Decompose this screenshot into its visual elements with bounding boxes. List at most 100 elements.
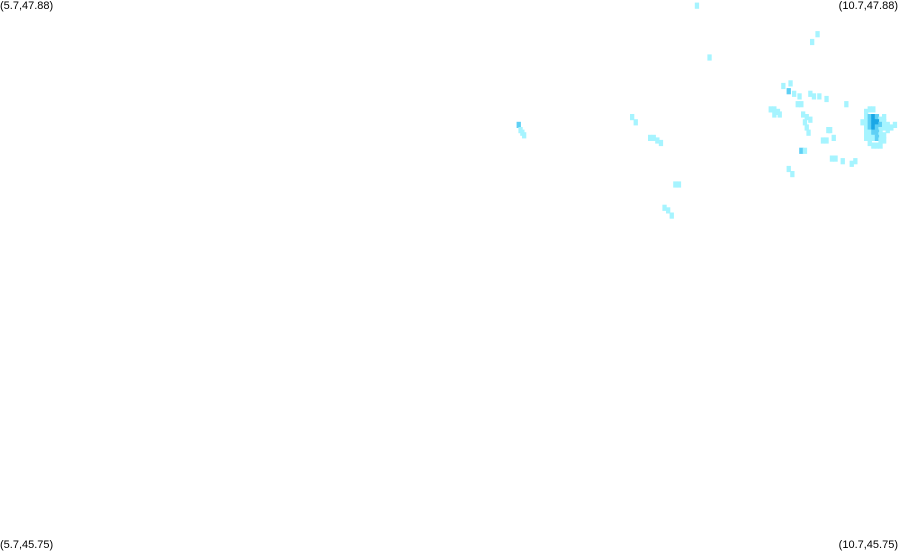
density-cell (874, 119, 880, 126)
density-cell (820, 137, 826, 144)
corner-label-top-left: (5.7,47.88) (0, 0, 54, 12)
density-cell (878, 132, 883, 139)
density-cell (840, 158, 845, 165)
density-cell (694, 2, 700, 9)
density-cell (811, 93, 817, 100)
density-cell (882, 137, 887, 144)
density-cell (864, 129, 869, 136)
density-cell (867, 139, 872, 147)
density-cell (874, 114, 880, 121)
density-cell (801, 111, 806, 118)
corner-label-bottom-right: (10.7,45.75) (838, 539, 898, 551)
density-cell (815, 31, 820, 38)
density-cell (864, 119, 869, 126)
density-cell (799, 101, 804, 108)
density-cell (633, 119, 638, 126)
density-cell (786, 165, 791, 173)
density-cell (810, 38, 815, 46)
density-cell (864, 134, 869, 141)
density-cell (867, 106, 872, 113)
density-cell (889, 124, 894, 131)
density-cell (777, 111, 782, 118)
density-cell (808, 90, 813, 97)
density-cell (824, 95, 829, 103)
density-cell (828, 127, 833, 134)
density-cell (871, 134, 876, 141)
density-cell (874, 129, 880, 136)
density-cell (824, 137, 829, 144)
density-cell (871, 142, 876, 149)
density-cell (864, 108, 869, 115)
density-cell (676, 181, 682, 188)
density-cell (516, 121, 521, 128)
density-cell (892, 121, 898, 128)
density-cell (844, 101, 849, 108)
density-cell (666, 207, 671, 214)
density-cell (882, 124, 887, 131)
density-cell (871, 119, 876, 126)
density-cell (871, 106, 876, 113)
density-cell (882, 119, 887, 126)
density-cell (878, 116, 883, 123)
density-cell (885, 121, 890, 128)
density-cell (874, 142, 880, 149)
density-cell (829, 155, 835, 162)
density-cell (878, 127, 883, 134)
density-cell (882, 114, 887, 121)
density-cell (802, 147, 808, 154)
density-cell (790, 171, 795, 178)
density-cell (655, 137, 660, 144)
density-cell (882, 132, 887, 139)
density-cell (833, 155, 838, 162)
density-cell (658, 139, 664, 147)
density-cell (867, 124, 872, 131)
density-cell (878, 142, 883, 149)
density-cell (853, 158, 858, 165)
density-cell (874, 124, 880, 131)
density-cell (885, 127, 890, 134)
density-cell (867, 134, 872, 141)
density-cell (874, 134, 880, 141)
density-cell (808, 116, 813, 123)
density-cell (797, 93, 802, 100)
density-cell (860, 119, 865, 126)
density-cell (804, 114, 809, 121)
density-cell (662, 204, 667, 211)
density-cell (795, 101, 800, 108)
density-cell (864, 114, 869, 121)
density-cell (871, 114, 876, 121)
density-cell (878, 137, 883, 144)
density-cell (792, 90, 797, 97)
density-cell (804, 124, 809, 131)
density-cell (867, 114, 872, 121)
density-cell (673, 181, 678, 188)
density-cell (878, 121, 883, 128)
density-cell (630, 114, 635, 121)
density-cell (806, 129, 811, 136)
density-cell (867, 119, 872, 126)
density-cell (849, 160, 854, 167)
density-cell (772, 106, 777, 113)
density-cell (864, 124, 869, 131)
density-cell (867, 129, 872, 136)
density-cell (831, 134, 836, 141)
density-cell (651, 134, 656, 141)
density-cell (871, 129, 876, 136)
density-cell (648, 134, 653, 141)
corner-label-top-right: (10.7,47.88) (838, 0, 898, 12)
density-cell (781, 82, 786, 90)
density-cell (772, 111, 777, 118)
density-cell (802, 119, 808, 126)
density-cell (786, 88, 791, 95)
density-cell (522, 132, 527, 139)
corner-label-bottom-left: (5.7,45.75) (0, 539, 54, 551)
density-cell (707, 54, 712, 61)
density-cell (669, 212, 674, 219)
density-cell (768, 106, 773, 113)
density-cell (799, 147, 804, 154)
density-cell (817, 93, 822, 100)
density-cell (871, 124, 876, 131)
density-cell (788, 80, 793, 87)
